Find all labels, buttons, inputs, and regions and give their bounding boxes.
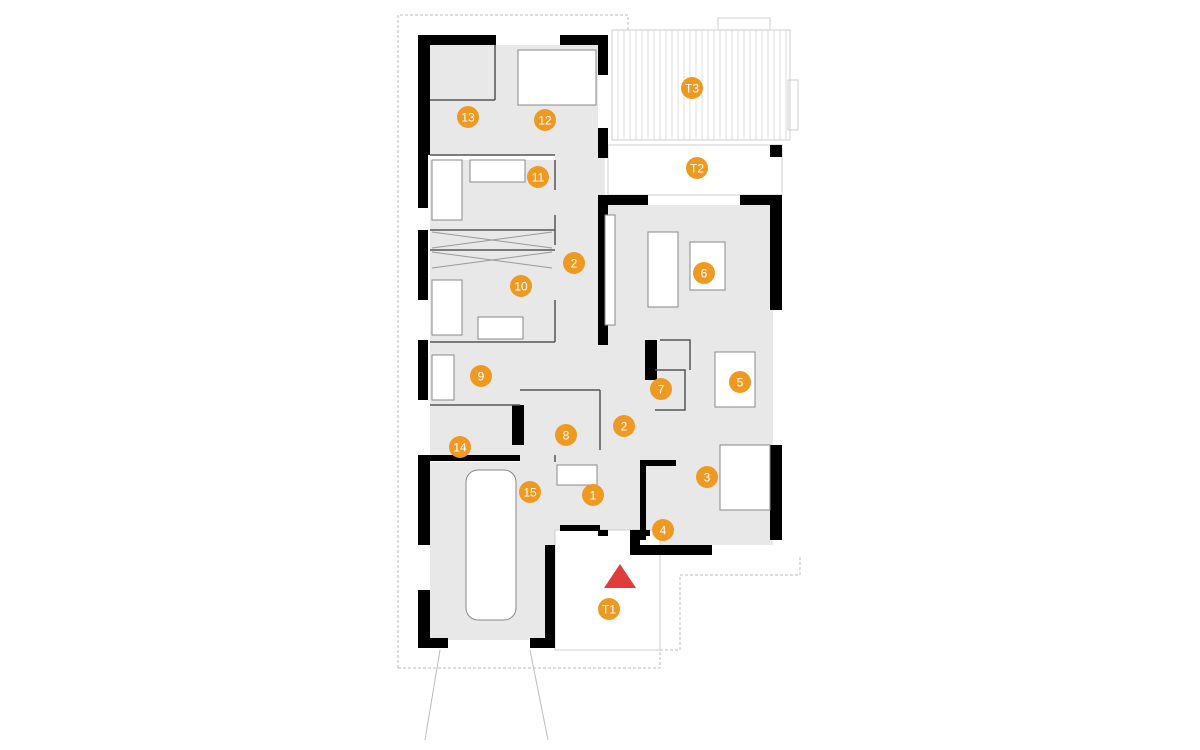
room-marker-2: 2 [563,252,585,274]
room-marker-label: 1 [590,489,597,503]
room-marker-label: 13 [461,111,475,125]
room-marker-3: 3 [696,466,718,488]
room-marker-label: 2 [571,257,578,271]
room-marker-circle [519,481,541,503]
room-marker-label: T2 [690,162,704,176]
room-marker-13: 13 [457,106,479,128]
room-marker-label: 10 [514,280,528,294]
walls [418,35,782,648]
room-marker-circle [729,371,751,393]
room-marker-label: 8 [563,429,570,443]
room-marker-t3: T3 [681,77,703,99]
room-marker-circle [563,252,585,274]
room-marker-8: 8 [555,424,577,446]
room-marker-circle [693,262,715,284]
room-marker-label: 5 [737,376,744,390]
room-marker-circle [527,166,549,188]
room-marker-t2: T2 [686,157,708,179]
room-marker-circle [555,424,577,446]
room-marker-label: 2 [621,420,628,434]
room-marker-label: 11 [532,171,545,185]
room-marker-circle [598,598,620,620]
room-marker-label: T3 [685,82,699,96]
room-marker-circle [613,415,635,437]
room-marker-label: 6 [701,267,708,281]
room-marker-circle [534,109,556,131]
room-marker-label: 4 [660,524,667,538]
room-marker-circle [470,365,492,387]
room-marker-circle [696,466,718,488]
room-marker-label: 14 [453,441,467,455]
room-marker-circle [681,77,703,99]
room-marker-t1: T1 [598,598,620,620]
entrance-arrow-icon [604,564,636,588]
room-marker-circle [582,484,604,506]
room-marker-12: 12 [534,109,556,131]
room-marker-label: 3 [704,471,711,485]
wardrobes [431,231,553,269]
room-marker-2: 2 [613,415,635,437]
room-marker-circle [449,436,471,458]
room-marker-14: 14 [449,436,471,458]
room-marker-label: 7 [658,383,665,397]
partitions [430,45,691,462]
room-marker-15: 15 [519,481,541,503]
room-marker-label: 15 [523,486,537,500]
room-marker-label: 9 [478,370,485,384]
room-marker-circle [457,106,479,128]
terrace-t3 [611,17,799,141]
room-marker-9: 9 [470,365,492,387]
room-marker-6: 6 [693,262,715,284]
room-marker-11: 11 [527,166,549,188]
site-outline [397,14,801,669]
room-marker-5: 5 [729,371,751,393]
room-marker-circle [686,157,708,179]
room-marker-4: 4 [652,519,674,541]
room-marker-7: 7 [650,378,672,400]
room-marker-circle [650,378,672,400]
driveway [424,649,549,741]
room-marker-1: 1 [582,484,604,506]
room-marker-label: T1 [602,603,616,617]
room-marker-circle [652,519,674,541]
room-marker-label: 12 [538,114,552,128]
room-marker-10: 10 [510,275,532,297]
room-marker-circle [510,275,532,297]
